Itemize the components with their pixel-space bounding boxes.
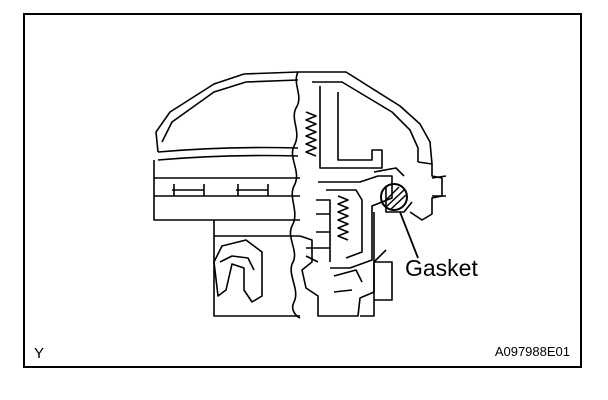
figure-code: A097988E01 [494,344,570,359]
coil-spring [305,111,317,157]
section-outer-cover [298,71,433,165]
gasket-hatching [383,186,407,210]
right-housing-lip [409,161,443,221]
component-cutaway [153,71,447,319]
valve-block-inner [326,189,363,259]
valve-stem [316,199,331,262]
valve-block [318,175,393,269]
lower-section-seals [305,247,363,293]
lower-right-housing [360,212,393,317]
right-tab [431,175,447,197]
shaft-slots [172,184,269,196]
coil-spring-lower [337,195,349,241]
gasket-ring [380,183,408,211]
housing-band-lower [157,154,299,161]
callout-leader [399,211,419,259]
clip-hook-inner [219,255,255,271]
gasket-seat [373,167,413,213]
housing-inner-rim [161,79,299,143]
clip-hook [213,239,263,303]
section-break-line [289,71,301,319]
lower-body [213,220,300,317]
section-cover-partition [319,86,383,169]
corner-mark: Y [34,345,45,362]
figure-frame [23,13,582,368]
gasket [380,183,408,211]
section-cover-inner-wall [312,81,419,162]
housing-band-upper [157,146,299,153]
gasket-callout-label: Gasket [405,255,478,281]
outer-housing-dome [155,71,299,153]
shaft-body [153,160,300,221]
